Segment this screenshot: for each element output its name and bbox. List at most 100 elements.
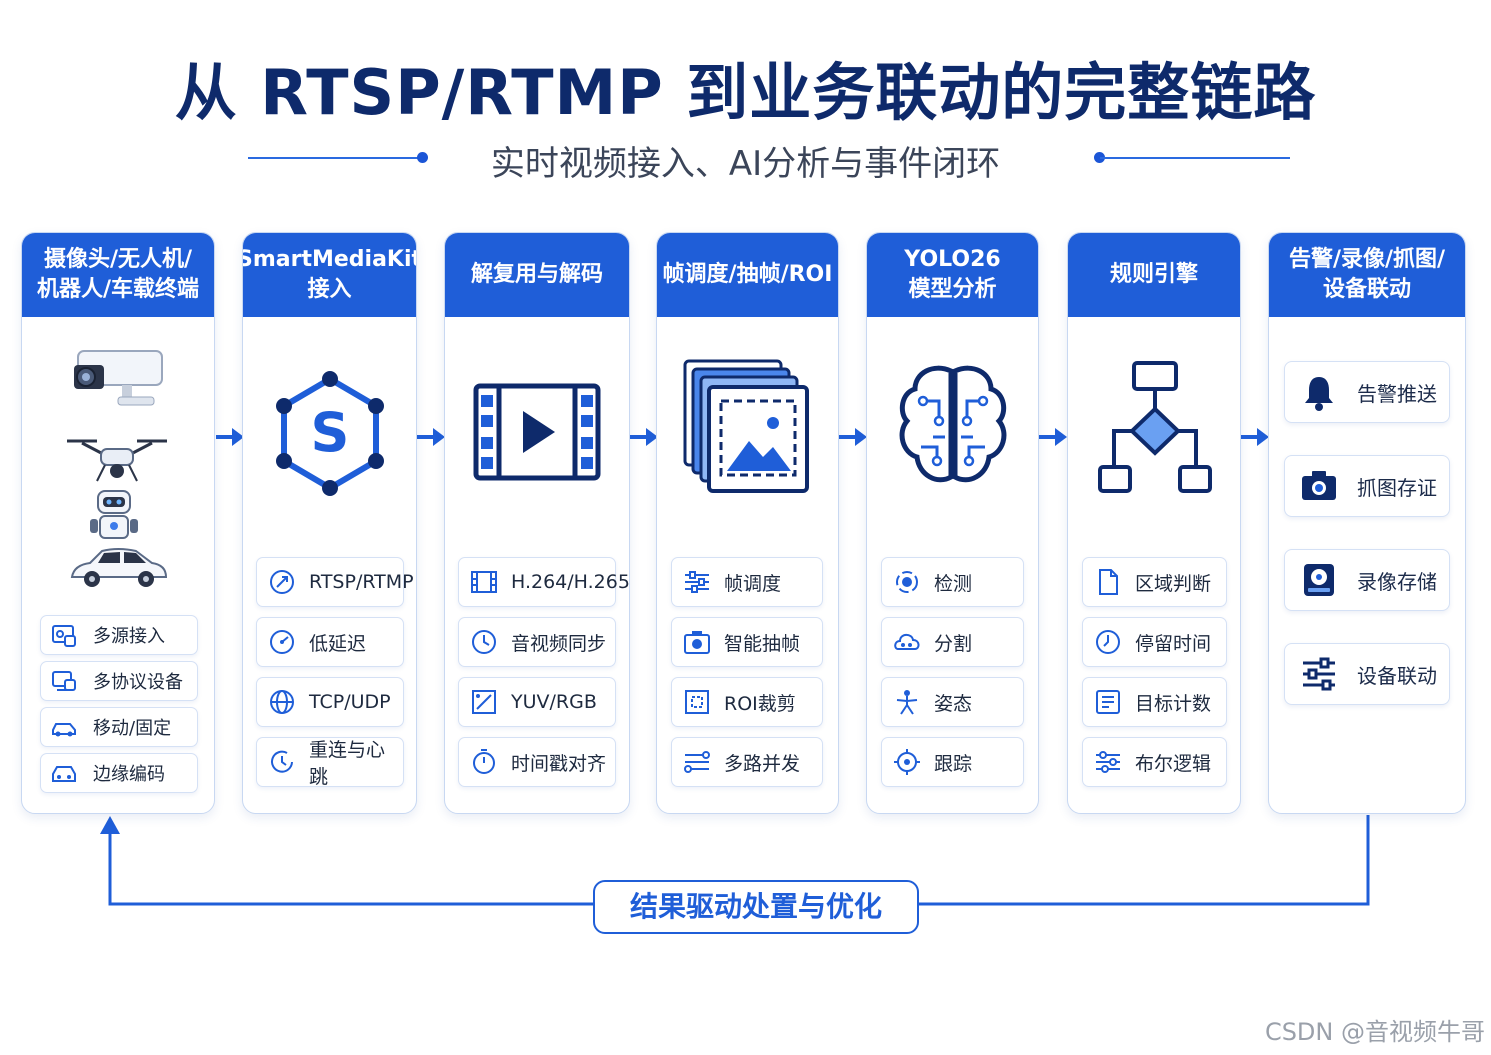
reconnect-icon [271, 750, 293, 773]
stage-header-line: YOLO26 [904, 247, 1001, 272]
roi-icon [685, 690, 709, 714]
list-item-label: 多路并发 [724, 752, 801, 775]
stage-yolo-analysis: YOLO26 模型分析 检测 分割 姿态 跟踪 [866, 232, 1039, 814]
stage-demux-decode-header: 解复用与解码 [445, 233, 629, 317]
subtitle-line-left [248, 157, 420, 159]
svg-text:S: S [311, 401, 350, 464]
stage-header-line: 模型分析 [908, 277, 997, 302]
list-item: H.264/H.265 [458, 557, 629, 607]
list-item-label: 帧调度 [724, 572, 782, 595]
flow-arrow-icon [417, 428, 445, 446]
globe-icon [270, 690, 294, 714]
clock-icon [472, 630, 496, 654]
flow-arrow-icon [1241, 428, 1269, 446]
list-item: 多路并发 [671, 737, 823, 787]
list-item-label: 目标计数 [1135, 692, 1212, 715]
pose-icon [896, 690, 918, 715]
list-item-label: ROI裁剪 [724, 692, 796, 715]
car-icon [70, 548, 168, 587]
list-item: 边缘编码 [40, 753, 198, 793]
protocol-device-icon [52, 671, 76, 691]
feedback-loop-label: 结果驱动处置与优化 [593, 880, 919, 934]
stage-header-line: 规则引擎 [1109, 262, 1198, 287]
logic-icon [1096, 751, 1120, 773]
subtitle-row: 实时视频接入、AI分析与事件闭环 [0, 136, 1491, 184]
stage-header-line: 接入 [307, 277, 352, 302]
list-item-label: 移动/固定 [93, 718, 172, 739]
brain-circuit-icon [899, 365, 1007, 483]
list-item-label: YUV/RGB [511, 691, 597, 713]
list-item-label: 录像存储 [1357, 569, 1437, 594]
stage-sources: 摄像头/无人机/ 机器人/车载终端 [21, 232, 215, 814]
page-title: 从 RTSP/RTMP 到业务联动的完整链路 [174, 56, 1317, 129]
subtitle-dot-left [417, 152, 428, 163]
list-item-label: 设备联动 [1357, 663, 1437, 688]
flow-arrow-icon [1039, 428, 1067, 446]
camera-icon [74, 350, 163, 406]
snapshot-icon [684, 631, 710, 654]
stage-smartmediakit: SmartMediaKit 接入 S RTSP/RTMP 低延迟 TCP/UDP… [242, 232, 417, 814]
control-sliders-icon [1303, 657, 1335, 691]
list-item-label: 多协议设备 [93, 672, 183, 693]
video-player-icon [473, 383, 601, 481]
list-item-label: 音视频同步 [511, 632, 607, 655]
list-item: 布尔逻辑 [1082, 737, 1227, 787]
page-subtitle: 实时视频接入、AI分析与事件闭环 [490, 144, 1001, 184]
dwell-clock-icon [1096, 630, 1120, 654]
stage-demux-decode: 解复用与解码 H.264/H.265 音视频同步 YUV/RGB 时间戳对齐 [444, 232, 630, 814]
stage-header-line: SmartMediaKit [242, 247, 417, 272]
multi-channel-icon [684, 751, 710, 773]
list-item: 移动/固定 [40, 707, 198, 747]
list-item: 设备联动 [1284, 643, 1450, 705]
crop-icon [472, 690, 496, 714]
stage-actions-header: 告警/录像/抓图/ 设备联动 [1269, 233, 1465, 317]
watermark: CSDN @音视频牛哥 [1264, 1018, 1485, 1046]
disk-icon [1304, 564, 1334, 596]
flow-arrow-icon [216, 428, 244, 446]
list-count-icon [1096, 690, 1120, 714]
segment-icon [894, 633, 920, 650]
list-item: 检测 [881, 557, 1024, 607]
bell-icon [1305, 377, 1333, 411]
list-item-label: 抓图存证 [1357, 475, 1437, 500]
refresh-icon [270, 570, 294, 594]
stage-header-line: 设备联动 [1322, 277, 1411, 302]
list-item-label: 停留时间 [1135, 632, 1212, 655]
gauge-icon [270, 630, 294, 654]
list-item-label: 智能抽帧 [724, 632, 801, 655]
frames-stack-icon [683, 359, 809, 493]
list-item: 停留时间 [1082, 617, 1227, 667]
list-item-label: 区域判断 [1135, 572, 1212, 595]
list-item-label: H.264/H.265 [511, 571, 630, 593]
list-item: ROI裁剪 [671, 677, 823, 727]
list-item-label: 布尔逻辑 [1135, 752, 1212, 775]
stage-header-line: 解复用与解码 [470, 262, 603, 287]
flowchart-icon [1098, 361, 1212, 493]
list-item: 告警推送 [1284, 361, 1450, 423]
list-item: 姿态 [881, 677, 1024, 727]
target-icon [896, 571, 918, 593]
camera-snap-icon [1302, 471, 1336, 500]
flow-arrow-icon [630, 428, 658, 446]
list-item-label: 姿态 [934, 692, 973, 715]
subtitle-line-right [1100, 157, 1290, 159]
stage-rule-engine: 规则引擎 区域判断 停留时间 目标计数 布尔逻辑 [1067, 232, 1241, 814]
robot-icon [90, 490, 138, 539]
list-item: 区域判断 [1082, 557, 1227, 607]
list-item: TCP/UDP [256, 677, 404, 727]
stage-yolo-analysis-header: YOLO26 模型分析 [867, 233, 1038, 317]
stage-smartmediakit-header: SmartMediaKit 接入 [243, 233, 416, 317]
list-item-label: 重连与心跳 [309, 739, 386, 788]
stage-header-line: 告警/录像/抓图/ [1288, 247, 1446, 272]
stage-header-line: 帧调度/抽帧/ROI [662, 262, 833, 287]
subtitle-dot-right [1094, 152, 1105, 163]
list-item: 多源接入 [40, 615, 198, 655]
list-item: 时间戳对齐 [458, 737, 616, 787]
list-item-label: 检测 [934, 572, 973, 595]
stage-frame-scheduling-header: 帧调度/抽帧/ROI [657, 233, 838, 317]
edge-encode-icon [52, 766, 76, 782]
tracking-icon [894, 749, 920, 775]
stage-sources-header: 摄像头/无人机/ 机器人/车载终端 [22, 233, 214, 317]
list-item-label: 低延迟 [309, 632, 367, 655]
film-icon [471, 571, 497, 593]
